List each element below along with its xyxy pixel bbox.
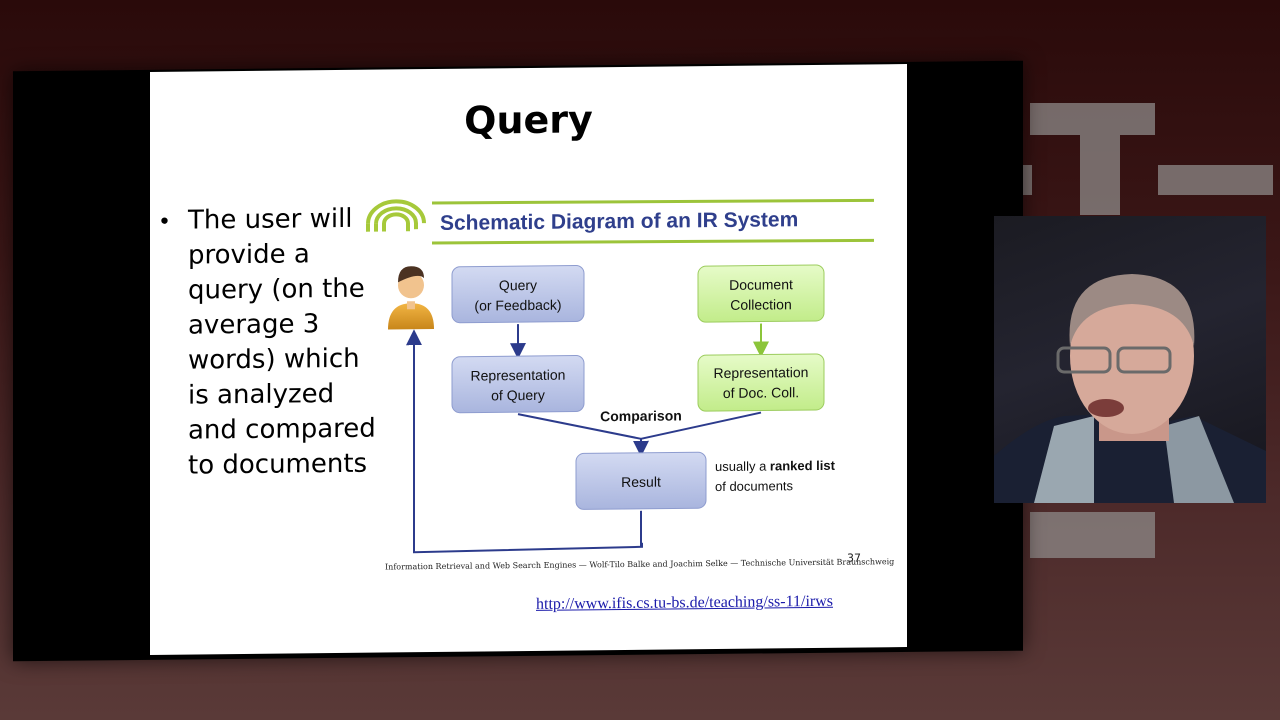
- query-box: [451, 265, 585, 324]
- query-box-line2: (or Feedback): [474, 297, 561, 314]
- background-logo-stem: [1080, 135, 1120, 215]
- doc-rep-box: [697, 353, 825, 412]
- user-person-icon: [388, 266, 434, 330]
- result-note-line2: of documents: [715, 478, 794, 494]
- presenter-video: [994, 274, 1266, 503]
- background-logo-bar-top: [1030, 103, 1155, 135]
- query-rep-box: [451, 355, 585, 414]
- doc-collection-box: [697, 264, 825, 323]
- background-logo-bar-right: [1158, 165, 1273, 195]
- comparison-line-left: [517, 413, 642, 440]
- background-logo-bar-bottom: [1030, 512, 1155, 558]
- diagram-header: Schematic Diagram of an IR System: [440, 208, 798, 235]
- query-rep-line2: of Query: [491, 387, 545, 404]
- bullet-text: The user will provide a query (on the av…: [188, 203, 376, 481]
- result-label: Result: [621, 474, 661, 490]
- doc-box-line1: Document: [729, 276, 793, 293]
- comparison-line-right: [640, 411, 762, 440]
- result-note-prefix: usually a: [715, 458, 770, 474]
- slide-title: Query: [464, 97, 593, 143]
- doc-rep-line1: Representation: [714, 364, 809, 381]
- ir-system-diagram: Schematic Diagram of an IR System Query …: [366, 198, 875, 554]
- spiral-logo-icon: [366, 199, 426, 232]
- page-number: 37: [847, 551, 861, 565]
- background-logo-bar-left: [1022, 165, 1032, 195]
- bullet-dot-icon: •: [158, 209, 171, 235]
- result-note-line1: usually a ranked list: [715, 458, 836, 474]
- doc-box-line2: Collection: [730, 296, 791, 313]
- presentation-slide: Query • The user will provide a query (o…: [150, 64, 907, 655]
- source-url-link[interactable]: http://www.ifis.cs.tu-bs.de/teaching/ss-…: [536, 592, 833, 613]
- result-note-bold: ranked list: [770, 458, 836, 474]
- header-rule-bottom: [431, 238, 875, 245]
- result-box: [575, 451, 707, 510]
- query-rep-line1: Representation: [471, 367, 566, 384]
- query-box-line1: Query: [499, 277, 537, 293]
- comparison-label: Comparison: [600, 407, 682, 424]
- header-rule-top: [431, 198, 875, 205]
- webcam-overlay: [994, 216, 1266, 503]
- doc-rep-line2: of Doc. Coll.: [723, 384, 799, 401]
